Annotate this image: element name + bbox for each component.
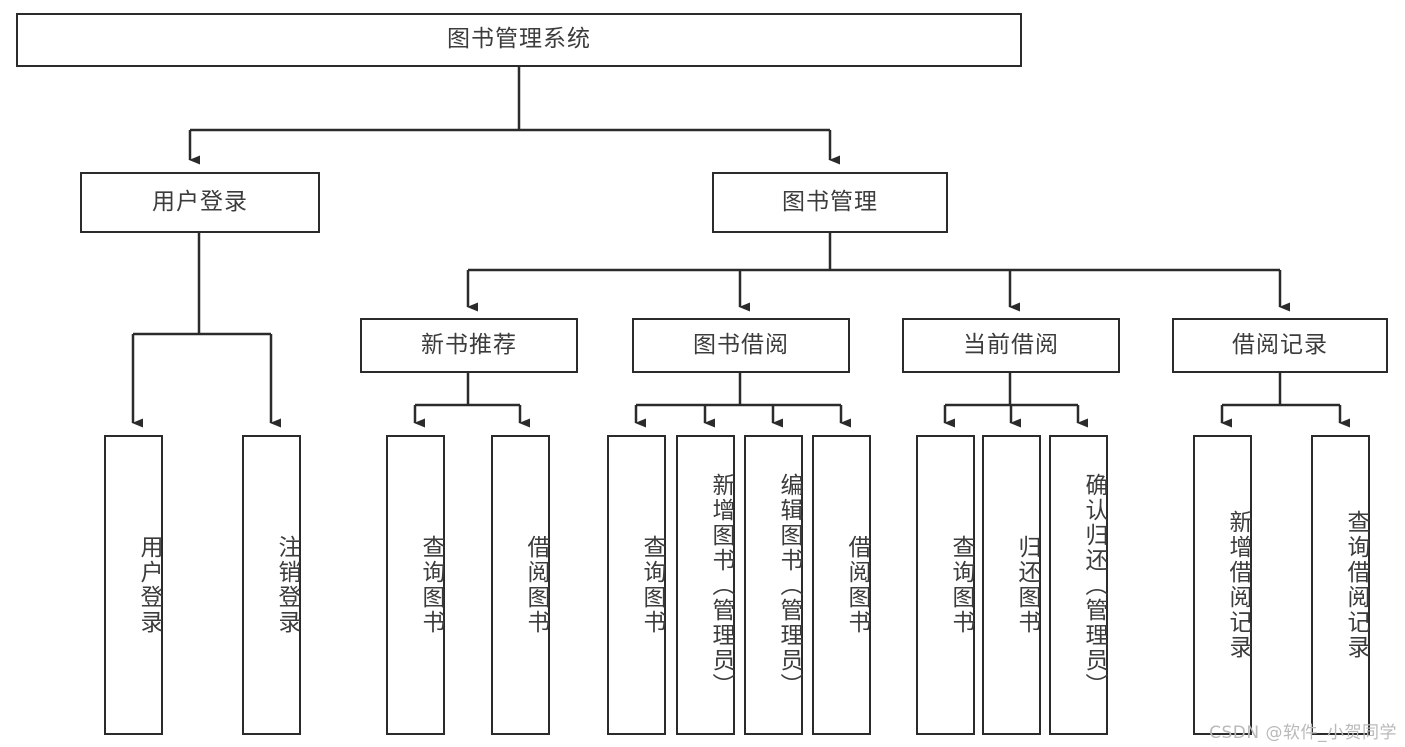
node-current-borrow[interactable]: 当前借阅	[902, 318, 1120, 373]
node-label: 图书借阅	[693, 331, 789, 358]
leaf-return-book[interactable]: 归还图书	[982, 435, 1041, 735]
leaf-user-login[interactable]: 用户登录	[104, 435, 163, 735]
node-new-book-recommend[interactable]: 新书推荐	[360, 318, 578, 373]
node-borrow-record[interactable]: 借阅记录	[1172, 318, 1388, 373]
watermark-csdn: CSDN @软件_小贺同学	[1209, 723, 1397, 743]
leaf-query-book-borrow[interactable]: 查询图书	[607, 435, 666, 735]
leaf-confirm-return-admin[interactable]: 确认归还（管理员）	[1049, 435, 1108, 735]
node-label: 注销登录	[274, 535, 300, 635]
node-label: 借阅图书	[844, 535, 870, 635]
node-label: 图书管理系统	[447, 26, 591, 53]
leaf-query-borrow-record[interactable]: 查询借阅记录	[1311, 435, 1370, 735]
node-label: 归还图书	[1014, 535, 1040, 635]
leaf-query-book-current[interactable]: 查询图书	[916, 435, 975, 735]
node-label: 查询图书	[948, 535, 974, 635]
node-label: 查询图书	[418, 535, 444, 635]
leaf-logout-login[interactable]: 注销登录	[242, 435, 301, 735]
node-book-management[interactable]: 图书管理	[712, 172, 948, 233]
leaf-edit-book-admin[interactable]: 编辑图书（管理员）	[744, 435, 803, 735]
node-label: 用户登录	[136, 535, 162, 635]
node-label: 借阅图书	[523, 535, 549, 635]
node-label: 借阅记录	[1232, 331, 1328, 358]
node-label: 当前借阅	[963, 331, 1059, 358]
node-label: 查询借阅记录	[1343, 510, 1369, 660]
node-root-book-management-system[interactable]: 图书管理系统	[16, 13, 1022, 67]
node-label: 确认归还（管理员）	[1081, 472, 1107, 698]
leaf-borrow-book[interactable]: 借阅图书	[812, 435, 871, 735]
leaf-query-book-recommend[interactable]: 查询图书	[386, 435, 445, 735]
leaf-add-borrow-record[interactable]: 新增借阅记录	[1193, 435, 1252, 735]
leaf-borrow-book-recommend[interactable]: 借阅图书	[491, 435, 550, 735]
node-label: 图书管理	[782, 188, 878, 215]
node-label: 编辑图书（管理员）	[776, 472, 802, 698]
node-label: 新书推荐	[421, 331, 517, 358]
node-label: 用户登录	[152, 188, 248, 215]
leaf-add-book-admin[interactable]: 新增图书（管理员）	[676, 435, 735, 735]
node-label: 新增借阅记录	[1225, 510, 1251, 660]
node-book-borrow[interactable]: 图书借阅	[632, 318, 850, 373]
node-label: 查询图书	[639, 535, 665, 635]
node-label: 新增图书（管理员）	[708, 472, 734, 698]
node-user-login[interactable]: 用户登录	[80, 172, 320, 233]
